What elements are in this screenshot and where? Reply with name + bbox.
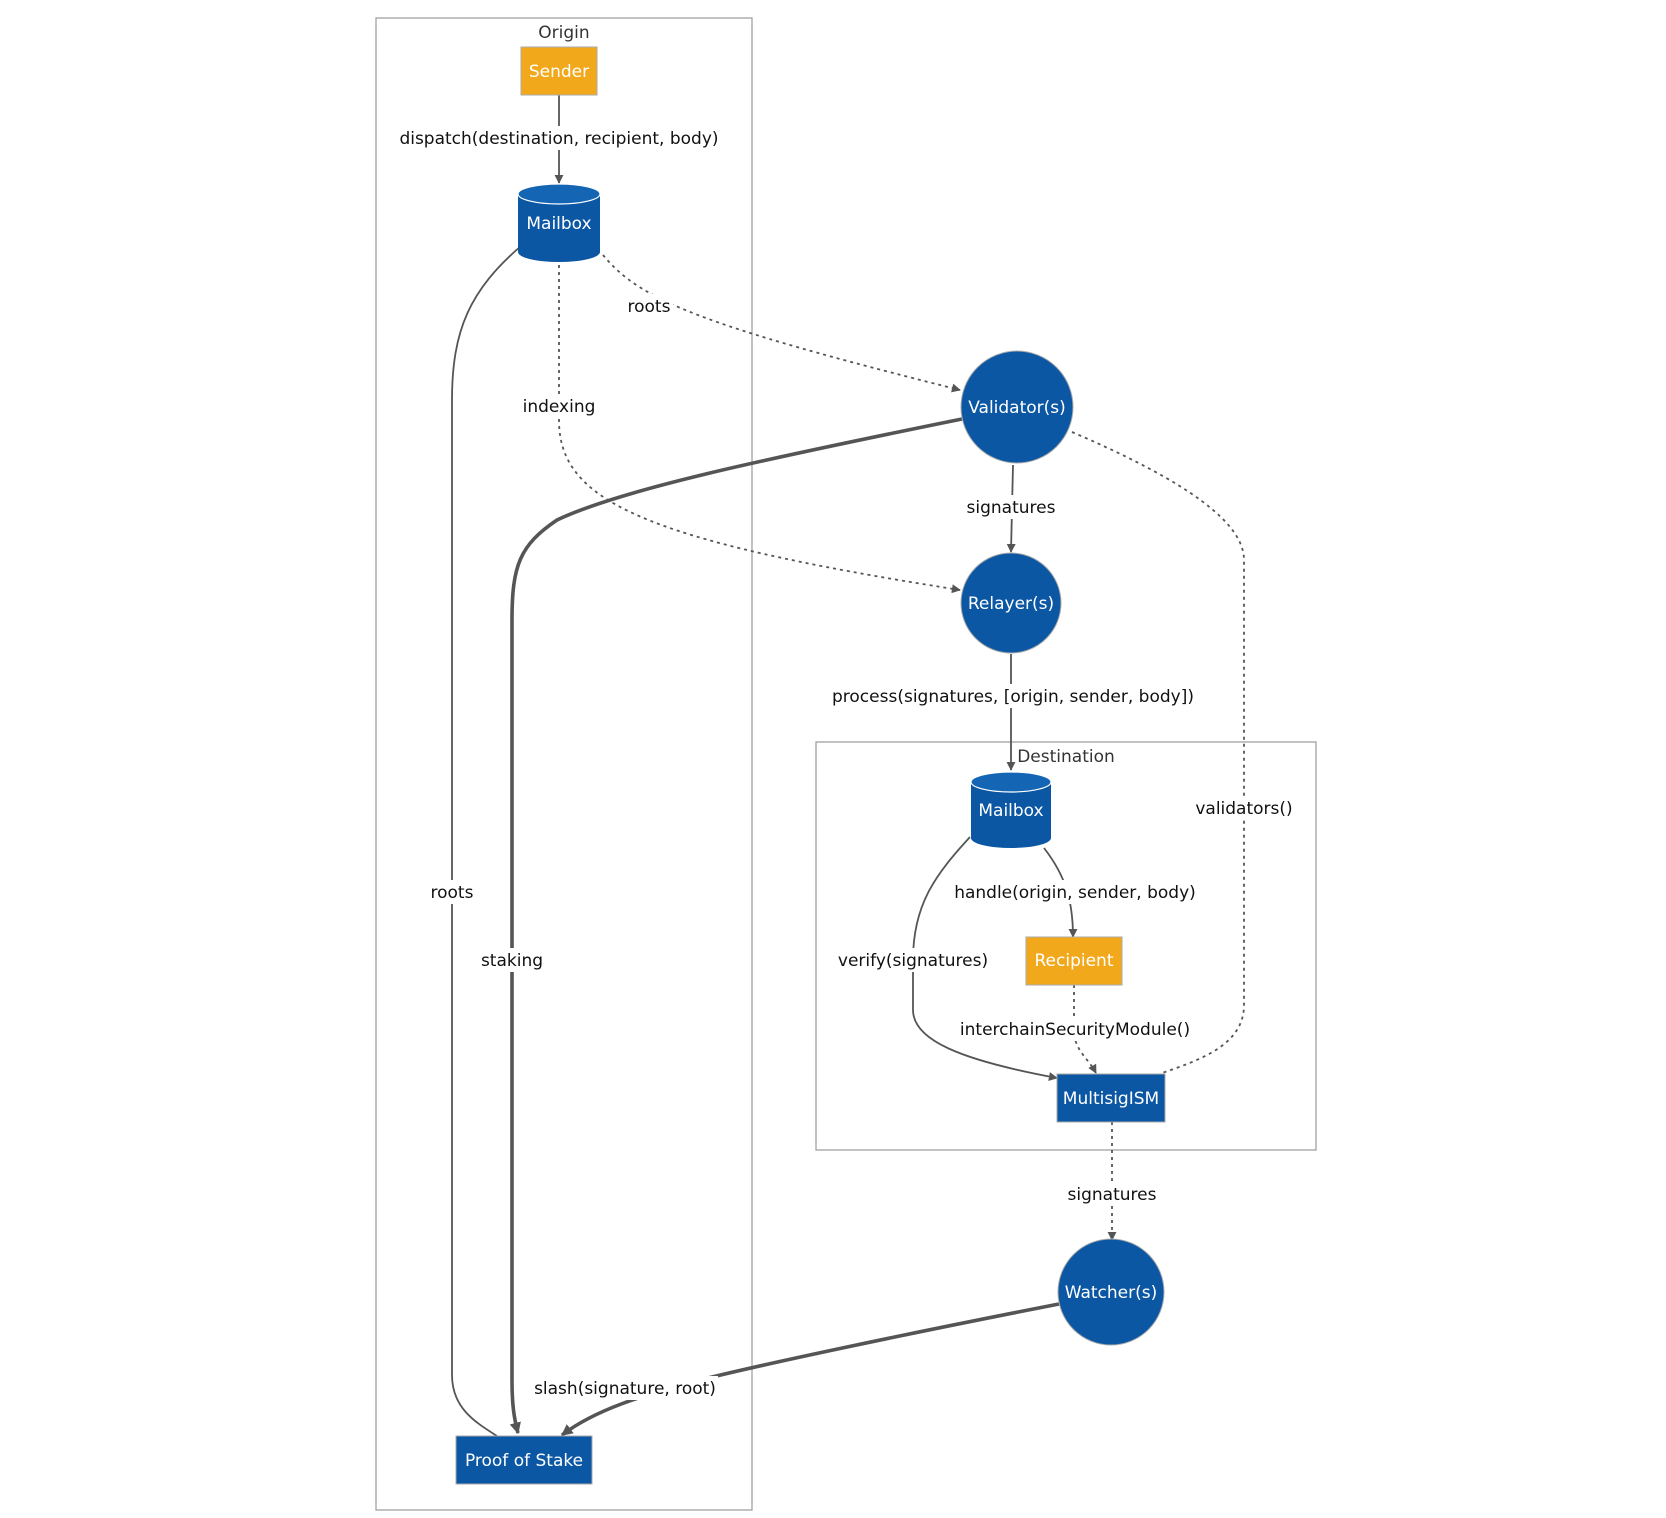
label-dispatch: dispatch(destination, recipient, body) xyxy=(399,129,718,149)
label-staking: staking xyxy=(481,951,543,971)
node-origin-mailbox-label: Mailbox xyxy=(526,214,591,234)
node-recipient-label: Recipient xyxy=(1035,951,1114,971)
edge-roots-to-validators xyxy=(602,254,961,393)
node-sender[interactable]: Sender xyxy=(520,46,598,96)
origin-cluster-label: Origin xyxy=(538,23,589,43)
origin-cluster: Origin xyxy=(375,17,753,1511)
node-origin-mailbox[interactable]: Mailbox xyxy=(517,183,601,262)
label-indexing: indexing xyxy=(523,397,596,417)
label-signatures-to-watchers: signatures xyxy=(1068,1185,1157,1205)
edge-staking xyxy=(509,417,963,1435)
label-roots-to-pos: roots xyxy=(431,883,474,903)
label-roots-to-validators: roots xyxy=(628,297,671,317)
node-multisig-ism[interactable]: MultisigISM xyxy=(1056,1073,1166,1123)
node-destination-mailbox-label: Mailbox xyxy=(978,801,1043,821)
node-watchers-label: Watcher(s) xyxy=(1065,1283,1158,1303)
label-slash: slash(signature, root) xyxy=(534,1379,716,1399)
label-handle: handle(origin, sender, body) xyxy=(954,883,1196,903)
edge-validators-query xyxy=(1071,431,1245,1074)
node-proof-of-stake-label: Proof of Stake xyxy=(465,1451,583,1471)
node-recipient[interactable]: Recipient xyxy=(1025,936,1123,986)
edge-slash xyxy=(560,1302,1060,1437)
label-ism-query: interchainSecurityModule() xyxy=(960,1020,1190,1040)
edge-indexing xyxy=(558,265,961,594)
node-validators-label: Validator(s) xyxy=(968,398,1066,418)
destination-cluster-label: Destination xyxy=(1017,747,1115,767)
node-relayers-label: Relayer(s) xyxy=(968,594,1054,614)
edge-roots-to-pos xyxy=(451,245,522,1437)
node-relayers[interactable]: Relayer(s) xyxy=(960,552,1062,654)
label-validators-query: validators() xyxy=(1195,799,1292,819)
node-multisig-ism-label: MultisigISM xyxy=(1063,1089,1159,1109)
node-watchers[interactable]: Watcher(s) xyxy=(1057,1238,1165,1346)
edge-verify xyxy=(912,836,1058,1081)
label-process: process(signatures, [origin, sender, bod… xyxy=(832,687,1194,707)
node-validators[interactable]: Validator(s) xyxy=(960,350,1074,464)
label-signatures-to-relayers: signatures xyxy=(967,498,1056,518)
node-sender-label: Sender xyxy=(529,62,589,82)
label-verify: verify(signatures) xyxy=(838,951,988,971)
node-destination-mailbox[interactable]: Mailbox xyxy=(970,771,1052,848)
edge-labels: dispatch(destination, recipient, body) r… xyxy=(396,126,1296,1400)
node-proof-of-stake[interactable]: Proof of Stake xyxy=(455,1435,593,1485)
